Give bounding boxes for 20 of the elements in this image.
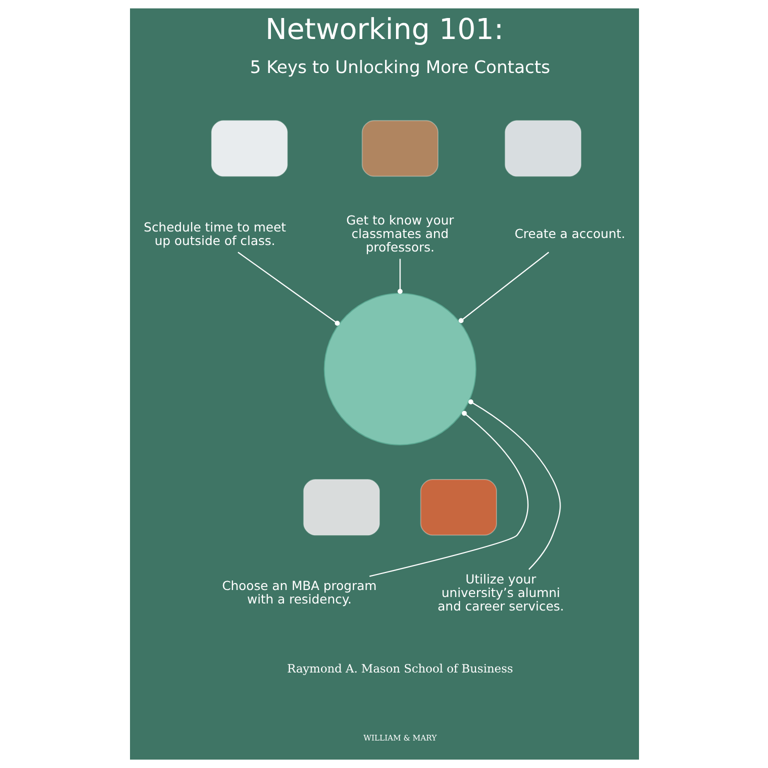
node-text: Choose an MBA program with a residency. (222, 578, 376, 607)
node-text: Get to know your classmates and professors. (346, 212, 454, 254)
node-box (361, 120, 438, 177)
node-circle (323, 292, 476, 446)
connector (237, 252, 340, 326)
connector (458, 252, 549, 324)
connector (397, 258, 402, 294)
node-box (504, 120, 581, 177)
node-box (302, 478, 380, 536)
node-box (420, 478, 496, 536)
diagram-title: Networking 101: (264, 12, 504, 46)
label: WILLIAM & MARY (363, 733, 436, 742)
node-text: Utilize your university’s alumni and career services. (437, 571, 564, 614)
node-box (210, 120, 288, 177)
label: Raymond A. Mason School of Business (286, 661, 513, 676)
label: 5 Keys to Unlocking More Contacts (250, 58, 550, 78)
node-text: Schedule time to meet up outside of class. (143, 219, 286, 248)
node-text: Create a account. (514, 226, 625, 242)
connector (368, 410, 528, 577)
connector (468, 399, 560, 570)
